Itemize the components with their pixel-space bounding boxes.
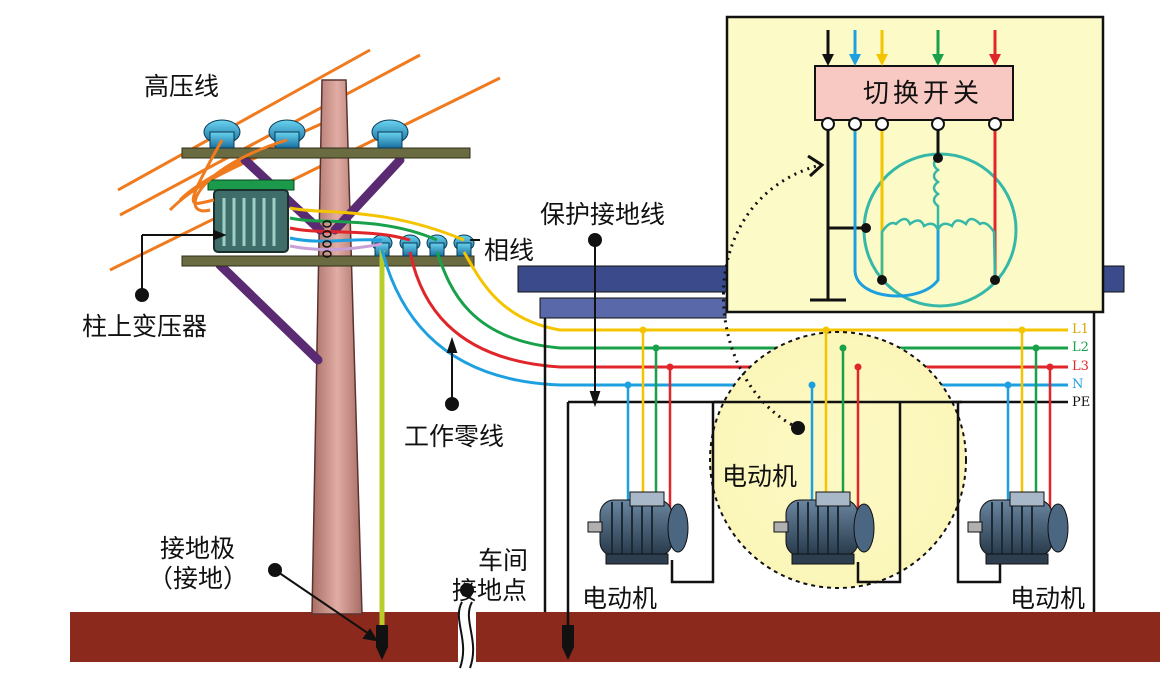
transformer-icon <box>207 179 295 253</box>
input-arrows <box>822 30 1001 66</box>
motor-icon <box>967 491 1069 565</box>
ground-strip <box>70 612 1160 662</box>
zoom-pointer-dot <box>791 421 805 435</box>
roof-lower <box>539 297 727 319</box>
wire-clamps <box>322 220 332 258</box>
ground-rod-icon <box>562 625 574 660</box>
switch-label: 切换开关 <box>863 79 984 109</box>
pole-transformer-label: 柱上变压器 <box>82 312 208 341</box>
ground-break <box>458 600 476 672</box>
ground-electrode-note: （接地） <box>148 564 249 593</box>
motor-center-label: 电动机 <box>722 462 798 491</box>
junction-dots <box>624 326 1054 389</box>
zoom-pointer <box>721 163 821 430</box>
workshop-ground-label-2: 接地点 <box>452 576 528 605</box>
inset-terminals <box>821 117 1002 285</box>
high-voltage-line-label: 高压线 <box>144 72 220 101</box>
upper-crossarm <box>181 147 471 159</box>
callout-leaders <box>135 229 602 642</box>
insulator-icon <box>203 119 241 149</box>
bus-label-l3: L3 <box>1072 359 1089 374</box>
protective-earth-label: 保护接地线 <box>540 200 666 229</box>
bus-label-pe: PE <box>1072 395 1091 410</box>
inset-panel <box>725 15 1105 314</box>
lower-crossarm <box>181 255 475 267</box>
ground-break-line <box>457 601 465 669</box>
motor-taps <box>626 330 1052 584</box>
switch-box <box>814 65 1014 121</box>
bus-label-n: N <box>1072 377 1084 392</box>
workshop-ground-label: 车间 <box>478 546 529 575</box>
motor-left-label: 电动机 <box>582 584 658 613</box>
motor-icon <box>587 491 689 565</box>
zoom-pointer-head <box>807 154 825 178</box>
transformer-feed <box>191 138 288 213</box>
secondary-wires <box>289 206 465 252</box>
bus-label-l1: L1 <box>1072 322 1089 337</box>
motor-right-label: 电动机 <box>1010 584 1086 613</box>
motor-icon <box>773 491 875 565</box>
insulator-icon <box>371 119 409 149</box>
working-neutral-label: 工作零线 <box>404 422 505 451</box>
insulator-icon <box>268 119 306 149</box>
star-windings <box>880 157 997 281</box>
utility-pole <box>311 79 363 615</box>
ground-electrode-label: 接地极 <box>160 534 236 563</box>
bus-label-l2: L2 <box>1072 340 1089 355</box>
ground-break-line <box>467 601 475 669</box>
phase-line-label: 相线 <box>484 236 535 265</box>
ground-rod-icon <box>376 625 388 660</box>
